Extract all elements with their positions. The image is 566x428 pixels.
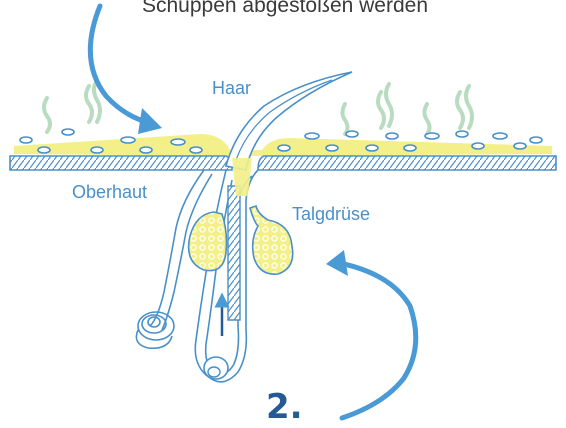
step-number: 2. xyxy=(266,387,303,427)
hair-label: Haar xyxy=(212,78,251,98)
hair-follicle xyxy=(195,170,258,382)
epidermis-layer xyxy=(10,156,556,170)
sebaceous-gland-left xyxy=(189,212,227,271)
sebaceous-gland-right xyxy=(250,206,293,274)
epidermis-label: Oberhaut xyxy=(72,182,147,202)
caption-text: Schuppen abgestoßen werden xyxy=(142,0,428,17)
sebaceous-gland-label: Talgdrüse xyxy=(292,204,370,224)
curved-arrow-cycle-icon xyxy=(326,250,416,418)
